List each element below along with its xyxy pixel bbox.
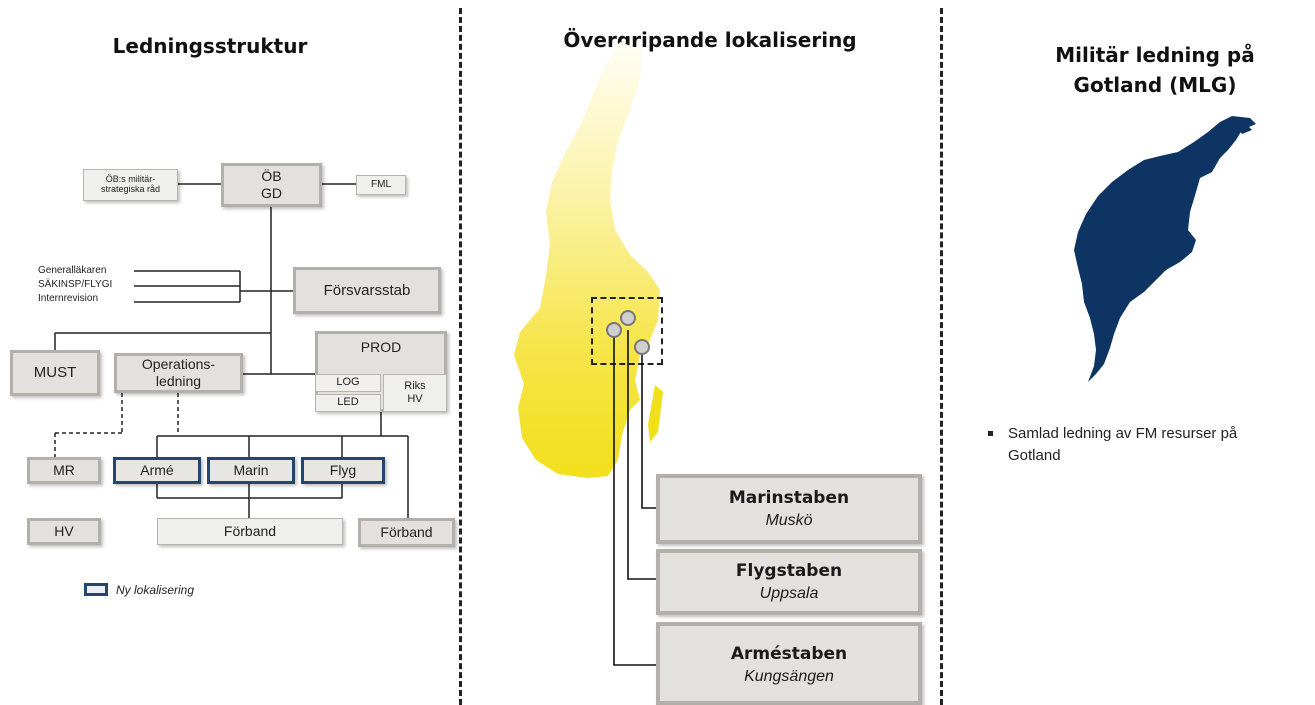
staff-function-sakinsp: SÄKINSP/FLYGI [38,279,113,290]
forband-box-1: Förband [157,518,343,545]
bullet-line1: Samlad ledning av FM resurser på [1008,425,1238,442]
must-box: MUST [10,350,100,396]
advice-line2: strategiska råd [100,184,161,194]
location-city: Kungsängen [744,668,834,685]
ops-line2: ledning [155,373,202,389]
ops-line1: Operations- [141,356,216,373]
right-title-line1: Militär ledning på [1055,43,1255,67]
led-box: LED [315,394,381,412]
log-box: LOG [315,374,381,392]
arme-box: Armé [113,457,201,484]
mr-box: MR [27,457,101,484]
operations-ledning-box: Operations-ledning [114,353,243,393]
bullet-line2: Gotland [1008,447,1061,464]
location-name: Flygstaben [735,561,843,581]
legend-swatch [84,583,108,596]
ob-advisory-council-box: ÖB:s militär-strategiska råd [83,169,178,201]
staff-function-internrevision: Internrevision [38,293,99,304]
marin-box: Marin [207,457,295,484]
ob-label: ÖB [261,168,282,185]
sweden-map [514,42,663,478]
location-city: Uppsala [759,585,819,602]
right-section-title: Militär ledning på Gotland (MLG) [1010,40,1300,100]
oland-island [648,385,663,442]
location-box-armestaben: Arméstaben Kungsängen [656,622,922,705]
forsvarsstab-box: Försvarsstab [293,267,441,314]
org-chart-connectors [54,183,409,518]
bullet-marker [988,431,993,436]
gotland-map [1074,116,1256,382]
legend-label: Ny lokalisering [116,583,195,597]
location-arrows [606,310,666,670]
gd-label: GD [261,185,282,201]
gotland-bullet-item: Samlad ledning av FM resurser på Gotland [988,423,1237,467]
forband-box-2: Förband [358,518,455,547]
stockholm-region-marker [591,297,663,365]
location-box-flygstaben: Flygstaben Uppsala [656,549,922,615]
riks-label: Riks [404,379,426,392]
fml-box: FML [356,175,406,195]
faro-island [1238,124,1252,134]
middle-section-title: Övergripande lokalisering [563,28,857,52]
location-name: Arméstaben [730,644,848,664]
hv-box: HV [27,518,101,545]
divider-left [459,8,462,705]
gotland-island [1074,116,1256,382]
location-name: Marinstaben [728,488,850,508]
staff-function-generallakaren: Generalläkaren [38,265,107,276]
flyg-box: Flyg [301,457,385,484]
prod-label: PROD [360,339,402,355]
left-section-title: Ledningsstruktur [112,34,308,58]
riks-hv-label: HV [407,393,423,405]
location-box-marinstaben: Marinstaben Muskö [656,474,922,544]
location-city: Muskö [765,512,813,529]
right-title-line2: Gotland (MLG) [1073,73,1237,97]
sweden-mainland [514,42,660,478]
advice-line1: ÖB:s militär- [105,174,156,185]
divider-right [940,8,943,705]
staff-functions-list: Generalläkaren SÄKINSP/FLYGI Internrevis… [38,264,112,306]
